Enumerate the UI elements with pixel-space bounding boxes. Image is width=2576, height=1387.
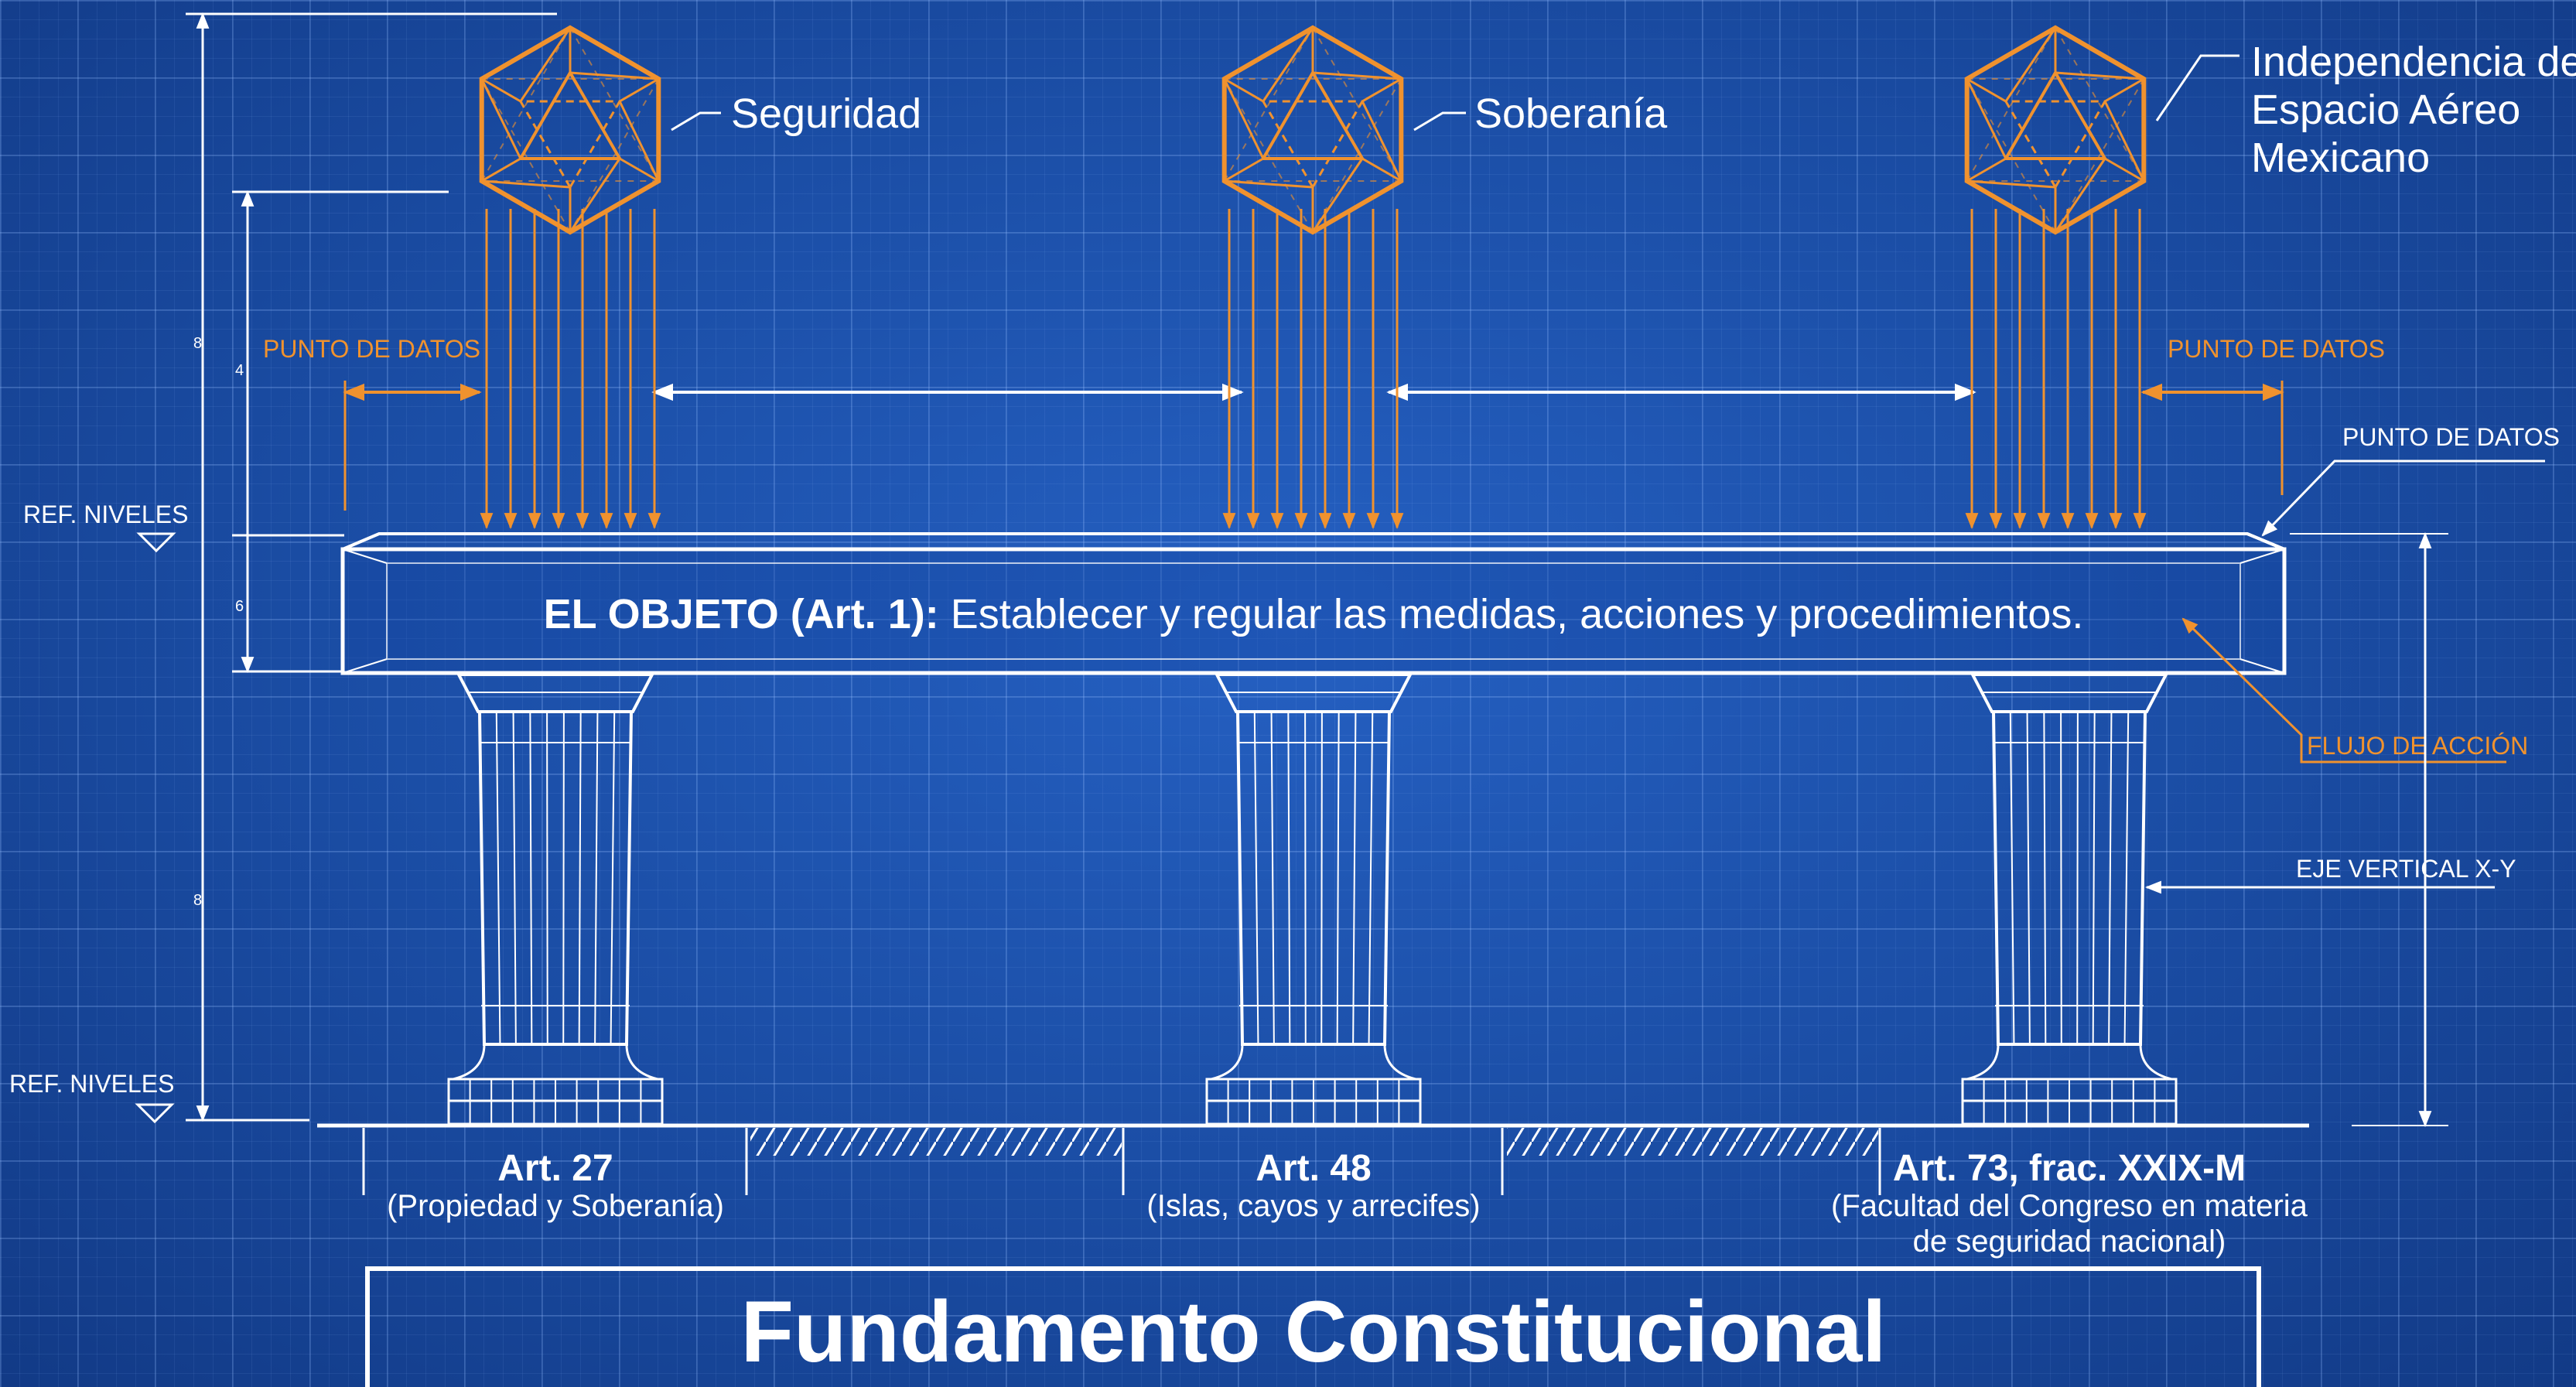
icosahedron-icon <box>479 25 661 235</box>
svg-text:PUNTO DE DATOS: PUNTO DE DATOS <box>2342 423 2560 451</box>
left-dimension-lines <box>186 12 557 1122</box>
icosahedron-icon <box>1221 25 1404 235</box>
value-soberania: Soberanía <box>1413 91 1668 137</box>
value-seguridad: Seguridad <box>671 91 921 137</box>
svg-text:Soberanía: Soberanía <box>1474 91 1668 137</box>
article-art-48: Art. 48 (Islas, cayos y arrecifes) <box>1146 1148 1480 1223</box>
dimension-mark: 8 <box>193 335 202 352</box>
beam-label: EL OBJETO (Art. 1): Establecer y regular… <box>544 591 2084 637</box>
title-box: Fundamento Constitucional <box>365 1266 2261 1387</box>
punto-de-datos-left: PUNTO DE DATOS <box>263 335 480 363</box>
eje-vertical <box>2144 531 2495 1128</box>
page-title: Fundamento Constitucional <box>741 1283 1887 1380</box>
punto-de-datos-leader: PUNTO DE DATOS <box>2261 423 2560 537</box>
column-art-73 <box>1961 673 2178 1126</box>
svg-text:(Islas, cayos y arrecifes): (Islas, cayos y arrecifes) <box>1146 1189 1480 1223</box>
ref-niveles-top: REF. NIVELES <box>23 500 188 553</box>
dimension-mark: 6 <box>235 598 244 615</box>
svg-text:FLUJO DE ACCIÓN: FLUJO DE ACCIÓN <box>2307 732 2528 760</box>
ground-line <box>317 1123 2309 1195</box>
ref-niveles-bottom: REF. NIVELES <box>9 1070 175 1124</box>
svg-text:REF. NIVELES: REF. NIVELES <box>9 1070 174 1098</box>
column-art-48 <box>1205 673 1422 1126</box>
svg-text:Art. 48: Art. 48 <box>1256 1148 1371 1189</box>
svg-text:Seguridad: Seguridad <box>731 91 921 137</box>
dimension-marks: 8 4 6 8 <box>193 335 244 909</box>
downward-rays <box>480 209 2147 530</box>
value-line: Independencia del <box>2251 39 2576 85</box>
article-art-73: Art. 73, frac. XXIX-M (Facultad del Cong… <box>1831 1148 2308 1259</box>
horizontal-dimension-arrows <box>343 381 2284 511</box>
svg-text:Art. 27: Art. 27 <box>497 1148 613 1189</box>
dimension-mark: 8 <box>193 892 202 909</box>
svg-text:de seguridad nacional): de seguridad nacional) <box>1913 1225 2226 1259</box>
flujo-de-accion: FLUJO DE ACCIÓN <box>2181 617 2528 764</box>
punto-de-datos-right: PUNTO DE DATOS <box>2168 335 2385 363</box>
level-triangle-icon <box>136 532 176 553</box>
level-triangle-icon <box>135 1103 175 1124</box>
article-art-27: Art. 27 (Propiedad y Soberanía) <box>387 1148 724 1223</box>
value-independencia: Independencia del Espacio Aéreo Mexicano <box>2155 39 2576 181</box>
column-art-27 <box>447 673 664 1126</box>
value-line: Espacio Aéreo <box>2251 87 2520 133</box>
value-line: Mexicano <box>2251 135 2430 181</box>
svg-text:REF. NIVELES: REF. NIVELES <box>23 500 188 528</box>
beam <box>340 532 2287 675</box>
dimension-mark: 4 <box>235 362 244 379</box>
icosahedron-icon <box>1964 25 2147 235</box>
eje-vertical-label: EJE VERTICAL X-Y <box>2296 855 2516 883</box>
svg-text:(Facultad del Congreso en mate: (Facultad del Congreso en materia <box>1831 1189 2308 1223</box>
svg-text:Art. 73, frac. XXIX-M: Art. 73, frac. XXIX-M <box>1893 1148 2246 1189</box>
svg-text:(Propiedad y Soberanía): (Propiedad y Soberanía) <box>387 1189 724 1223</box>
